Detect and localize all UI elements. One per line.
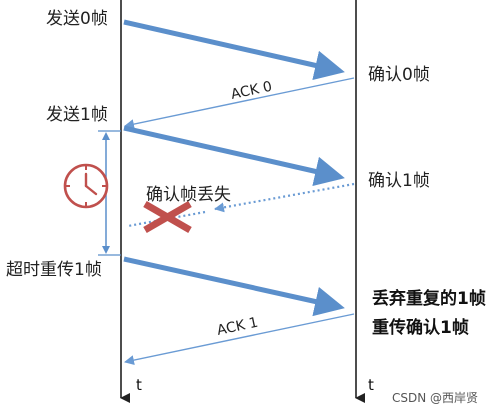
receiver-time-label: t: [368, 376, 374, 394]
clock-icon: [63, 163, 109, 209]
retransmit-label: 超时重传1帧: [6, 260, 102, 280]
watermark: CSDN @西岸贤: [392, 391, 478, 405]
resend-ack-label: 重传确认1帧: [372, 317, 469, 338]
sender-time-label: t: [136, 376, 142, 394]
ack1-arrow: [124, 313, 355, 366]
frame0-arrow: [123, 19, 345, 81]
ack1-recv-label: 确认1帧: [368, 171, 430, 191]
x-cross-icon: [143, 200, 192, 234]
send1-label: 发送1帧: [46, 105, 108, 125]
retransmit-frame1-arrow: [123, 256, 345, 317]
discard-label: 丢弃重复的1帧: [372, 288, 486, 309]
ack0-recv-label: 确认0帧: [368, 65, 430, 85]
ack-lost-label: 确认帧丢失: [146, 185, 231, 205]
send0-label: 发送0帧: [46, 9, 108, 29]
frame1-arrow: [123, 125, 345, 187]
lost-ack-tail: [127, 210, 206, 228]
ack0-arrow: [124, 77, 355, 130]
lost-ack-arrow: [214, 182, 355, 213]
